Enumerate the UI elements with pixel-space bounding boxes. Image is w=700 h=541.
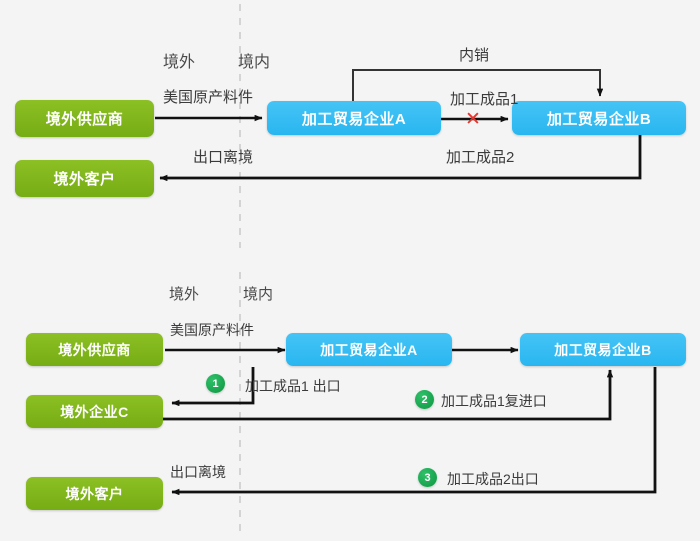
node-overseas-customer-top[interactable]: 境外客户 [15,160,154,197]
arrow-step1-export [171,367,255,407]
edge-label-export-exit-top: 出口离境 [193,149,254,166]
node-overseas-supplier-top[interactable]: 境外供应商 [15,100,154,137]
edge-label-materials-bottom: 美国原产料件 [170,322,254,338]
zone-label-inside-top: 境内 [238,54,271,71]
arrow-finished2-return [159,134,642,182]
step-badge-2: 2 [415,390,434,409]
arrow-step3-export [171,367,657,496]
zone-label-outside-top: 境外 [163,54,196,71]
node-overseas-supplier-bottom[interactable]: 境外供应商 [26,333,163,366]
blocked-x-icon: ✕ [465,109,481,130]
edge-label-export-exit-bottom: 出口离境 [170,464,226,480]
edge-label-domestic-sale: 内销 [459,47,490,64]
arrow-domestic-sale-loop [352,69,604,101]
edge-label-finished2-top: 加工成品2 [446,149,515,166]
arrow-step2-reimport [163,369,614,421]
step-label-3: 加工成品2出口 [447,471,539,487]
zone-label-outside-bottom: 境外 [169,286,200,303]
node-enterprise-a-top[interactable]: 加工贸易企业A [267,101,441,135]
step-label-2: 加工成品1复进口 [441,393,547,409]
node-overseas-enterprise-c[interactable]: 境外企业C [26,395,163,428]
node-enterprise-b-bottom[interactable]: 加工贸易企业B [520,333,686,366]
zone-label-inside-bottom: 境内 [243,286,274,303]
edge-label-materials-top: 美国原产料件 [163,89,254,106]
step-label-1: 加工成品1 出口 [245,378,341,394]
step-badge-1: 1 [206,374,225,393]
node-enterprise-a-bottom[interactable]: 加工贸易企业A [286,333,452,366]
node-enterprise-b-top[interactable]: 加工贸易企业B [512,101,686,135]
node-overseas-customer-bottom[interactable]: 境外客户 [26,477,163,510]
step-badge-3: 3 [418,468,437,487]
edge-label-finished1-top: 加工成品1 [450,91,519,108]
